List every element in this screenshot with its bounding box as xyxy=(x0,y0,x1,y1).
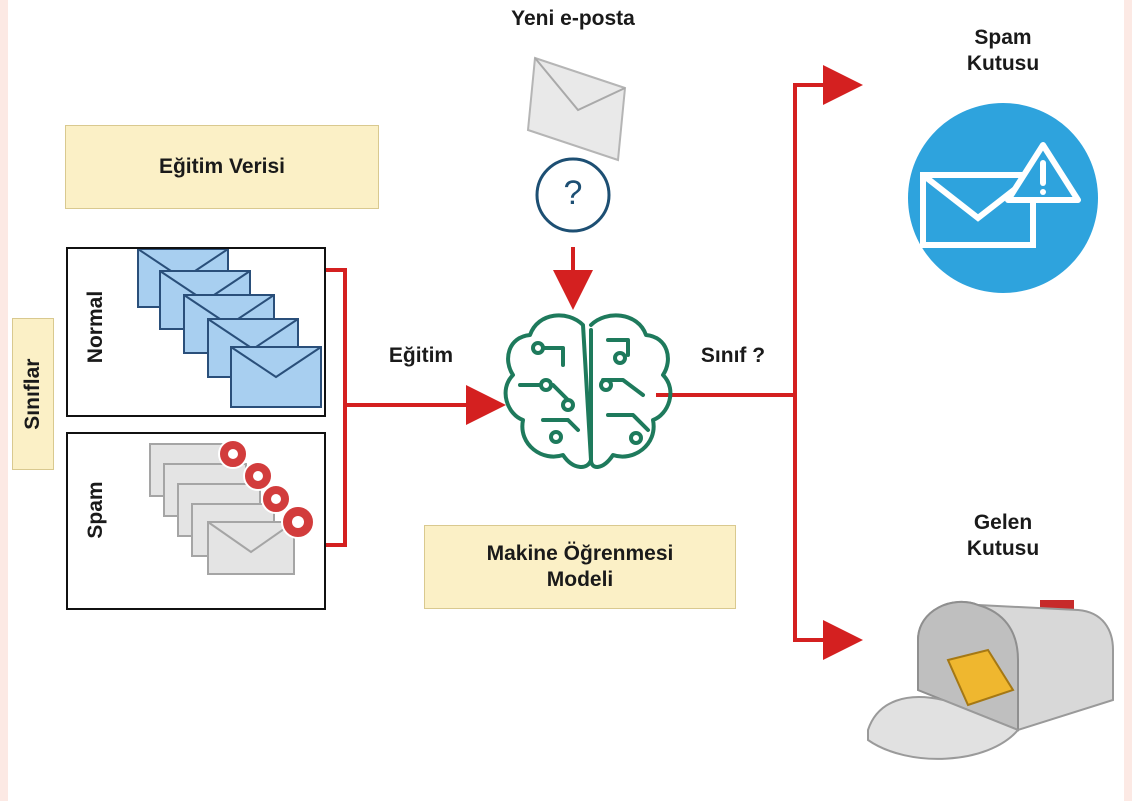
spam-box-icon xyxy=(908,103,1098,293)
question-circle-icon xyxy=(535,157,611,233)
normal-envelopes-icon xyxy=(137,249,322,408)
spam-box-label-line2: Kutusu xyxy=(966,52,1040,76)
new-email-icon xyxy=(526,56,627,162)
classes-note: Sınıflar xyxy=(12,318,54,470)
inbox-label-line1: Gelen xyxy=(973,511,1033,534)
class-arrow-label: Sınıf ? xyxy=(700,344,766,367)
question-mark: ? xyxy=(563,174,583,212)
spam-box-label-line1: Spam xyxy=(974,26,1032,49)
model-label-line1: Makine Öğrenmesi xyxy=(486,541,674,565)
model-note: Makine Öğrenmesi Modeli xyxy=(424,525,736,609)
normal-class-panel: Normal xyxy=(66,247,326,417)
output-connector xyxy=(656,65,863,660)
model-label-line2: Modeli xyxy=(546,568,614,591)
inbox-label-line2: Kutusu xyxy=(966,537,1040,561)
spam-class-panel: Spam xyxy=(66,432,326,610)
training-connector xyxy=(324,268,506,547)
spam-box-label: Spam Kutusu xyxy=(908,25,1098,78)
mailbox-icon xyxy=(867,600,1114,760)
classes-label: Sınıflar xyxy=(20,358,44,430)
training-arrow-label: Eğitim xyxy=(388,344,454,367)
diagram-svg xyxy=(324,56,1114,760)
spam-envelopes-icon xyxy=(149,439,315,575)
new-email-label: Yeni e-posta xyxy=(511,7,635,30)
inbox-label: Gelen Kutusu xyxy=(908,510,1098,563)
training-data-note: Eğitim Verisi xyxy=(65,125,379,209)
brain-icon xyxy=(503,313,673,469)
diagram-canvas: Yeni e-posta ? Eğitim Verisi Sınıflar No… xyxy=(8,0,1124,801)
